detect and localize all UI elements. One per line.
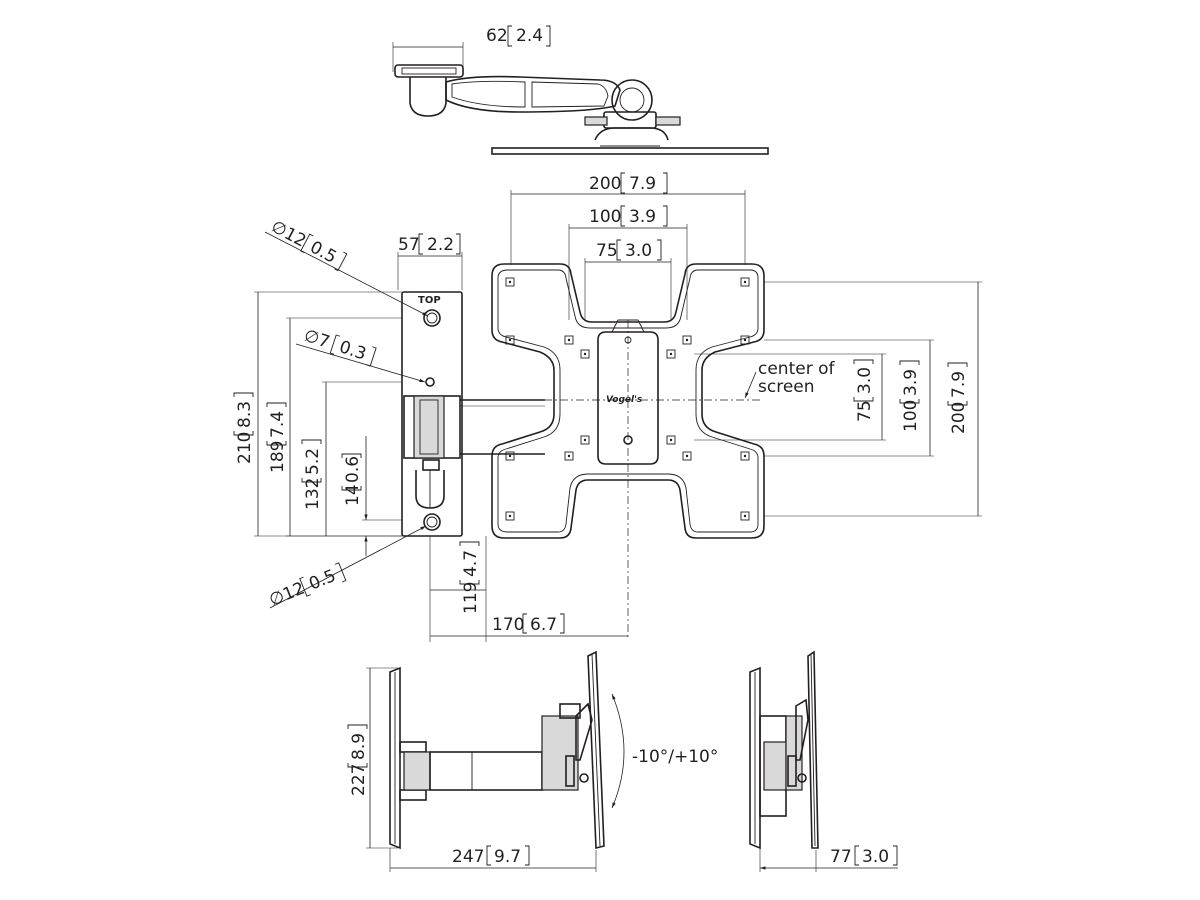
dim-top-width-inch: 2.4 [516,26,543,46]
svg-text:0.5: 0.5 [307,237,340,267]
dim-height-14: 14 [343,484,363,506]
dim-depth-min-inch: 3.0 [862,847,889,867]
top-marking: TOP [418,295,441,306]
tilt-range-label: -10°/+10° [632,747,718,767]
joint-top [611,79,653,121]
screen-plate-side [587,650,605,850]
dim-plate-75: 75 [855,400,875,422]
bracket-top-width [507,25,551,47]
screen-plate-side-folded [807,650,819,849]
dim-height-14-inch: 0.6 [343,456,363,483]
dim-offset-119-inch: 4.7 [461,550,481,577]
wall-plate-front [401,291,463,537]
top-view: 62 2.4 [392,25,769,155]
dim-extension: 247 [452,847,484,867]
center-of-screen-label: center of [758,359,835,379]
dim-vesa-inner-inch: 3.0 [625,241,652,261]
side-view-extended: 227 8.9 -10°/+10° 247 9.7 [347,650,718,872]
dim-height-189-inch: 7.4 [268,411,288,438]
dim-plate-200-inch: 7.9 [949,371,969,398]
mount-hole-top [423,309,441,327]
dim-height-210-inch: 8.3 [235,401,255,428]
screen-plate-top [491,147,769,155]
dim-vesa-mid: 100 [589,207,621,227]
vesa-holes [505,277,750,521]
dim-wallplate-width: 57 [398,235,420,255]
dim-vesa-mid-inch: 3.9 [629,207,656,227]
dim-vesa-inner: 75 [596,241,618,261]
curved-double-arrow-icon [611,693,625,809]
dim-vesa-outer-inch: 7.9 [629,174,656,194]
dim-height-132-inch: 5.2 [303,448,323,475]
dim-side-height: 227 [349,764,369,796]
dim-offset-170-inch: 6.7 [530,615,557,635]
dim-top-width: 62 [486,26,508,46]
front-view: 200 7.9 100 3.9 75 3.0 57 2.2 ∅12 0.5 ∅7 [233,172,982,642]
dim-extension-inch: 9.7 [494,847,521,867]
center-panel [597,331,659,465]
mount-hole-small [425,377,435,387]
center-of-screen-label-2: screen [758,377,815,397]
arm-top [445,75,621,113]
dim-vesa-outer: 200 [589,174,621,194]
arm-side [429,751,543,791]
dim-depth-min: 77 [830,847,852,867]
dim-plate-200: 200 [949,402,969,434]
vesa-plate [491,263,765,539]
dim-wallplate-width-inch: 2.2 [427,235,454,255]
dim-offset-119: 119 [461,582,481,614]
dim-height-132: 132 [303,478,323,510]
side-view-folded: 77 3.0 [749,650,898,872]
dim-side-height-inch: 8.9 [349,733,369,760]
mount-hole-bottom [423,513,441,531]
wall-plate-side [389,666,401,850]
dim-height-210: 210 [235,432,255,464]
dim-plate-75-inch: 3.0 [855,367,875,394]
callout-hole-small: ∅7 0.3 [301,326,377,367]
wall-plate-top [394,64,464,78]
dim-height-189: 189 [268,441,288,473]
dim-plate-100: 100 [901,400,921,432]
dim-offset-170: 170 [492,615,524,635]
callout-hole-top: ∅12 0.5 [268,217,348,272]
wall-bracket-cup [409,77,447,117]
tilt-head [541,715,579,791]
dim-plate-100-inch: 3.9 [901,369,921,396]
svg-text:∅7: ∅7 [301,326,332,353]
